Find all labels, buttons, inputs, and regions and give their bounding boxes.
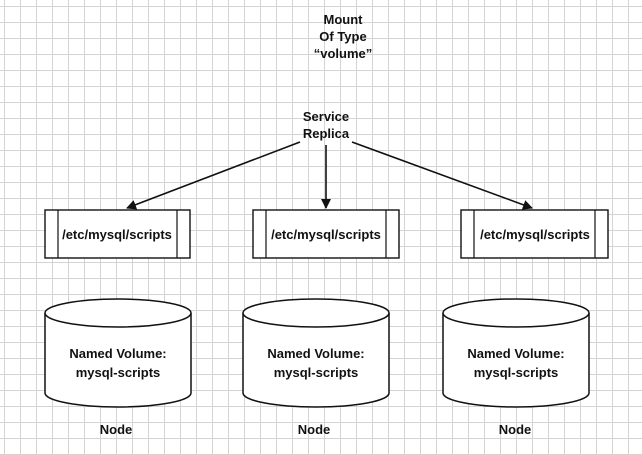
mount-label-line-2: Of Type — [319, 29, 366, 44]
container-box-1: /etc/mysql/scripts — [44, 209, 191, 259]
node-label-2: Node — [298, 422, 331, 437]
service-label-line-1: Service — [303, 109, 349, 124]
volume-label-1-line-2: mysql-scripts — [76, 365, 161, 380]
node-label-1: Node — [100, 422, 133, 437]
volume-label-2-line-2: mysql-scripts — [274, 365, 359, 380]
volume-label-1-line-1: Named Volume: — [69, 346, 166, 361]
volume-cylinder-3: Named Volume: mysql-scripts — [442, 298, 590, 408]
service-label-line-2: Replica — [303, 126, 350, 141]
volume-label-3-line-1: Named Volume: — [467, 346, 564, 361]
mount-label-line-1: Mount — [324, 12, 364, 27]
arrow-to-container-1 — [126, 141, 301, 210]
volume-label-2-line-1: Named Volume: — [267, 346, 364, 361]
container-path-3: /etc/mysql/scripts — [480, 227, 590, 242]
volume-label-3-line-2: mysql-scripts — [474, 365, 559, 380]
mount-label-line-3: “volume” — [314, 46, 373, 61]
container-path-2: /etc/mysql/scripts — [271, 227, 381, 242]
container-box-2: /etc/mysql/scripts — [252, 209, 400, 259]
volume-cylinder-1: Named Volume: mysql-scripts — [44, 298, 192, 408]
container-box-3: /etc/mysql/scripts — [460, 209, 609, 259]
arrow-to-container-3 — [351, 141, 533, 210]
volume-cylinder-2: Named Volume: mysql-scripts — [242, 298, 390, 408]
node-label-3: Node — [499, 422, 532, 437]
container-path-1: /etc/mysql/scripts — [62, 227, 172, 242]
